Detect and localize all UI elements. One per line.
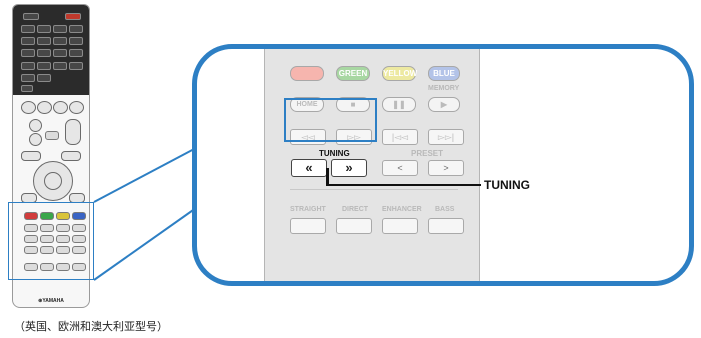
remote-brand-logo: ⊛YAMAHA [38,298,64,304]
remote-preset-key[interactable] [72,246,86,254]
remote-key[interactable] [69,37,83,45]
remote-key[interactable] [56,224,70,232]
remote-volume-rocker[interactable] [65,119,81,145]
remote-key[interactable] [69,49,83,57]
remote-key[interactable] [53,62,67,70]
bass-label: BASS [435,206,455,213]
remote-key[interactable] [37,49,51,57]
remote-power-button[interactable] [65,13,81,20]
remote-key[interactable] [21,74,35,82]
straight-label: STRAIGHT [290,206,326,213]
remote-blue-button[interactable] [72,212,86,220]
home-button[interactable]: HOME [290,97,324,112]
remote-key[interactable] [37,25,51,33]
red-button[interactable] [290,66,324,81]
zoomed-remote-panel: GREEN YELLOW BLUE MEMORY HOME ■ ❚❚ ▶ ◅◅ … [264,49,480,281]
remote-key[interactable] [21,37,35,45]
preset-up-button[interactable]: > [428,160,464,176]
remote-key[interactable] [69,25,83,33]
tuning-up-button[interactable]: » [331,159,367,177]
remote-scene-button[interactable] [29,119,42,132]
remote-round-button[interactable] [53,101,68,114]
remote-sound-key[interactable] [72,263,86,271]
remote-green-button[interactable] [40,212,54,220]
green-button[interactable]: GREEN [336,66,370,81]
stop-button[interactable]: ■ [336,97,370,112]
remote-key[interactable] [69,62,83,70]
remote-key[interactable] [72,235,86,243]
enhancer-label: ENHANCER [382,206,422,213]
tuning-callout-label: TUNING [484,178,530,192]
play-button[interactable]: ▶ [428,97,460,112]
remote-sound-key[interactable] [24,263,38,271]
remote-option-button[interactable] [21,151,41,161]
direct-button[interactable] [336,218,372,234]
preset-label: PRESET [411,149,444,158]
tuning-highlight-box [284,98,377,142]
remote-round-button[interactable] [37,101,52,114]
remote-preset-key[interactable] [56,246,70,254]
direct-label: DIRECT [342,206,369,213]
leader-line-vertical [326,168,329,185]
remote-key[interactable] [21,25,35,33]
remote-red-button[interactable] [24,212,38,220]
remote-key[interactable] [21,49,35,57]
remote-key[interactable] [53,49,67,57]
remote-key[interactable] [24,224,38,232]
tuning-down-button[interactable]: « [291,159,327,177]
remote-key[interactable] [37,62,51,70]
bass-button[interactable] [428,218,464,234]
remote-switch[interactable] [21,85,33,92]
remote-tuning-down-key[interactable] [24,246,38,254]
skip-forward-button[interactable]: ▻▻| [428,129,464,145]
remote-key[interactable] [72,224,86,232]
remote-enter-button[interactable] [44,172,62,190]
remote-highlight-box [8,202,94,280]
remote-key[interactable] [56,235,70,243]
remote-sound-key[interactable] [40,263,54,271]
remote-key[interactable] [37,74,51,82]
remote-mute-button[interactable] [45,131,59,140]
remote-option-button[interactable] [61,151,81,161]
remote-control: ⊛YAMAHA [12,4,90,308]
yellow-button[interactable]: YELLOW [382,66,417,81]
remote-key[interactable] [53,25,67,33]
remote-round-button[interactable] [69,101,84,114]
remote-round-button[interactable] [21,101,36,114]
zoom-callout: GREEN YELLOW BLUE MEMORY HOME ■ ❚❚ ▶ ◅◅ … [192,44,694,286]
remote-source-button[interactable] [23,13,39,20]
skip-back-button[interactable]: |◅◅ [382,129,418,145]
model-caption: （英国、欧洲和澳大利亚型号） [14,321,168,333]
remote-scene-button[interactable] [29,133,42,146]
preset-down-button[interactable]: < [382,160,418,176]
remote-key[interactable] [40,224,54,232]
blue-button[interactable]: BLUE [428,66,460,81]
remote-tuning-up-key[interactable] [40,246,54,254]
remote-sound-key[interactable] [56,263,70,271]
remote-yellow-button[interactable] [56,212,70,220]
memory-label: MEMORY [428,85,460,92]
leader-line-horizontal [326,184,481,186]
remote-key[interactable] [37,37,51,45]
straight-button[interactable] [290,218,326,234]
pause-button[interactable]: ❚❚ [382,97,416,112]
tuning-panel-label: TUNING [319,149,350,158]
remote-key[interactable] [53,37,67,45]
remote-key[interactable] [21,62,35,70]
divider [290,189,458,190]
remote-key[interactable] [24,235,38,243]
remote-key[interactable] [40,235,54,243]
enhancer-button[interactable] [382,218,418,234]
